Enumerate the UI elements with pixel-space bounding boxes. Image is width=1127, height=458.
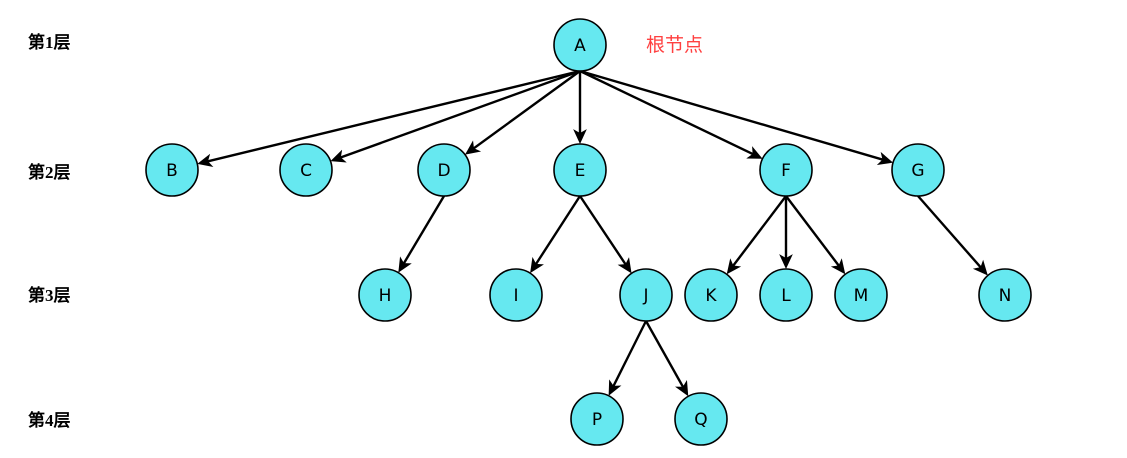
nodes-layer: A B C D E F G H I J K L M N P Q xyxy=(145,18,1032,446)
level-1-label: 第1层 xyxy=(28,33,71,52)
edge-J-P xyxy=(608,320,648,396)
level-4-label: 第4层 xyxy=(28,411,71,430)
node-label-C: C xyxy=(300,161,312,181)
node-label-I: I xyxy=(513,286,518,306)
tree-node-E: E xyxy=(553,143,607,197)
edge-E-I xyxy=(530,195,582,274)
node-label-A: A xyxy=(574,36,586,56)
node-circle-H xyxy=(358,268,412,322)
edge-A-F xyxy=(579,69,763,159)
node-label-J: J xyxy=(642,286,648,306)
node-label-L: L xyxy=(781,286,791,306)
tree-node-D: D xyxy=(417,143,471,197)
root-node-annotation: 根节点 xyxy=(646,35,704,56)
node-label-Q: Q xyxy=(694,410,707,430)
node-label-H: H xyxy=(379,286,392,306)
edge-G-N xyxy=(917,195,988,276)
tree-node-A: A xyxy=(553,18,607,72)
edge-A-D xyxy=(465,70,581,155)
node-label-E: E xyxy=(575,161,586,181)
edge-E-J xyxy=(579,195,632,274)
tree-node-C: C xyxy=(279,143,333,197)
node-circle-C xyxy=(279,143,333,197)
node-label-B: B xyxy=(166,161,178,181)
edge-J-Q xyxy=(644,320,689,397)
node-circle-B xyxy=(145,143,199,197)
tree-node-I: I xyxy=(489,268,543,322)
node-label-N: N xyxy=(999,286,1012,306)
tree-node-B: B xyxy=(145,143,199,197)
tree-node-M: M xyxy=(834,268,888,322)
node-circle-N xyxy=(978,268,1032,322)
node-circle-G xyxy=(891,143,945,197)
level-3-label: 第3层 xyxy=(28,286,71,305)
node-circle-P xyxy=(570,392,624,446)
node-circle-F xyxy=(759,143,813,197)
edges-layer xyxy=(197,69,988,397)
edge-F-K xyxy=(726,195,787,275)
node-circle-K xyxy=(684,268,738,322)
tree-node-H: H xyxy=(358,268,412,322)
tree-node-Q: Q xyxy=(674,392,728,446)
tree-node-G: G xyxy=(891,143,945,197)
tree-node-P: P xyxy=(570,392,624,446)
node-circle-J xyxy=(619,268,673,322)
node-label-M: M xyxy=(854,286,869,306)
node-label-P: P xyxy=(592,410,602,430)
node-circle-L xyxy=(759,268,813,322)
node-circle-E xyxy=(553,143,607,197)
node-circle-I xyxy=(489,268,543,322)
node-label-G: G xyxy=(911,161,924,181)
node-label-D: D xyxy=(437,161,450,181)
node-label-F: F xyxy=(781,161,791,181)
edge-A-C xyxy=(330,69,581,163)
node-circle-M xyxy=(834,268,888,322)
edge-A-B xyxy=(197,69,581,168)
tree-node-J: J xyxy=(619,268,673,322)
node-circle-A xyxy=(553,18,607,72)
level-2-label: 第2层 xyxy=(28,163,71,182)
node-label-K: K xyxy=(705,286,717,306)
node-circle-D xyxy=(417,143,471,197)
tree-node-L: L xyxy=(759,268,813,322)
edge-D-H xyxy=(398,195,446,273)
tree-node-K: K xyxy=(684,268,738,322)
edge-F-M xyxy=(785,195,846,275)
tree-node-F: F xyxy=(759,143,813,197)
node-circle-Q xyxy=(674,392,728,446)
tree-node-N: N xyxy=(978,268,1032,322)
edge-A-G xyxy=(579,69,894,166)
